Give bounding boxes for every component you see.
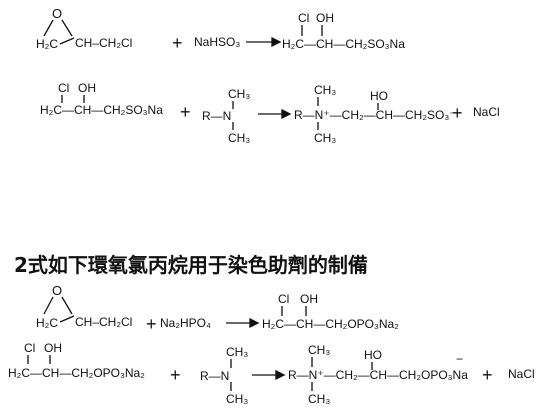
r4-product-ho: HO (364, 348, 382, 362)
r1-epoxide-bond-base (59, 37, 75, 45)
r2-plus: + (180, 102, 191, 122)
r3-reagent: Na₂HPO₄ (160, 316, 211, 330)
r1-plus: + (172, 33, 183, 53)
r2-sm-cl: Cl (58, 81, 69, 95)
r3-arrow-head (249, 317, 260, 329)
r4-product-head: R—N⁺—CH₂—CH—CH₂OPO₃Na (288, 368, 468, 382)
reaction-1: O H₂C CH–CH₂Cl + NaHSO₃ Cl OH H₂C—CH—CH₂… (36, 6, 405, 53)
r2-amine-ch3-top: CH₃ (228, 87, 250, 101)
r2-arrow-head (281, 108, 292, 120)
r2-product-ch3-bottom: CH₃ (314, 131, 336, 145)
r3-epoxide-bond-left (43, 296, 54, 315)
r1-epoxide-bond-left (43, 19, 54, 37)
r4-product-ch3-top: CH₃ (308, 343, 330, 357)
r3-epoxide-tail: CH–CH₂Cl (75, 315, 132, 329)
r2-product-ch3-top: CH₃ (314, 83, 336, 97)
r1-epoxide-tail: CH–CH₂Cl (75, 36, 132, 50)
r2-product-head: R—N⁺—CH₂—CH—CH₂SO₃⁻ (294, 108, 456, 122)
r2-product-ho: HO (370, 89, 388, 103)
r1-epoxide-oxygen: O (52, 6, 62, 21)
r3-epoxide-bond-base (59, 315, 75, 323)
r4-byproduct: NaCl (508, 367, 535, 381)
r4-plus-2: + (482, 365, 493, 385)
r2-sm-chain: H₂C—CH—CH₂SO₃Na (40, 103, 163, 117)
r3-epoxide-h2c: H₂C (36, 316, 58, 330)
r4-product-ch3-bottom: CH₃ (308, 392, 330, 406)
r1-epoxide-bond-right (61, 19, 73, 37)
r4-arrow-head (275, 369, 286, 381)
r4-amine-ch3-top: CH₃ (226, 345, 248, 359)
r4-product-minus: − (456, 352, 463, 366)
r4-sm-oh: OH (44, 341, 62, 355)
r4-plus: + (170, 365, 181, 385)
r2-sm-oh: OH (78, 81, 96, 95)
reaction-4: Cl OH H₂C—CH—CH₂OPO₃Na₂ + CH₃ R—N CH₃ CH… (8, 341, 535, 406)
r3-epoxide-bond-right (61, 296, 73, 315)
r4-sm-chain: H₂C—CH—CH₂OPO₃Na₂ (8, 366, 145, 380)
r1-arrow-head (271, 36, 282, 48)
r2-plus-2: + (452, 103, 463, 123)
r1-product-cl: Cl (298, 11, 309, 25)
r3-product-oh: OH (300, 292, 318, 306)
reaction-2: Cl OH H₂C—CH—CH₂SO₃Na + CH₃ R—N CH₃ CH₃ … (40, 81, 500, 145)
r2-amine-ch3-bottom: CH₃ (228, 131, 250, 145)
r3-product-chain: H₂C—CH—CH₂OPO₃Na₂ (262, 317, 399, 331)
r3-epoxide-oxygen: O (52, 283, 62, 298)
r1-product-chain: H₂C—CH—CH₂SO₃Na (282, 37, 405, 51)
r4-sm-cl: Cl (24, 341, 35, 355)
r4-amine-rn: R—N (200, 369, 229, 383)
r3-product-cl: Cl (278, 292, 289, 306)
r1-product-oh: OH (316, 11, 334, 25)
section-caption: 2式如下環氧氯丙烷用于染色助劑的制備 (14, 253, 368, 277)
r1-epoxide-h2c: H₂C (36, 37, 58, 51)
r1-reagent: NaHSO₃ (194, 35, 240, 49)
r2-byproduct: NaCl (473, 105, 500, 119)
reaction-3: O H₂C CH–CH₂Cl + Na₂HPO₄ Cl OH H₂C—CH—CH… (36, 283, 399, 334)
r3-plus: + (146, 314, 157, 334)
r4-amine-ch3-bottom: CH₃ (226, 392, 248, 406)
r2-amine-rn: R—N (202, 109, 231, 123)
